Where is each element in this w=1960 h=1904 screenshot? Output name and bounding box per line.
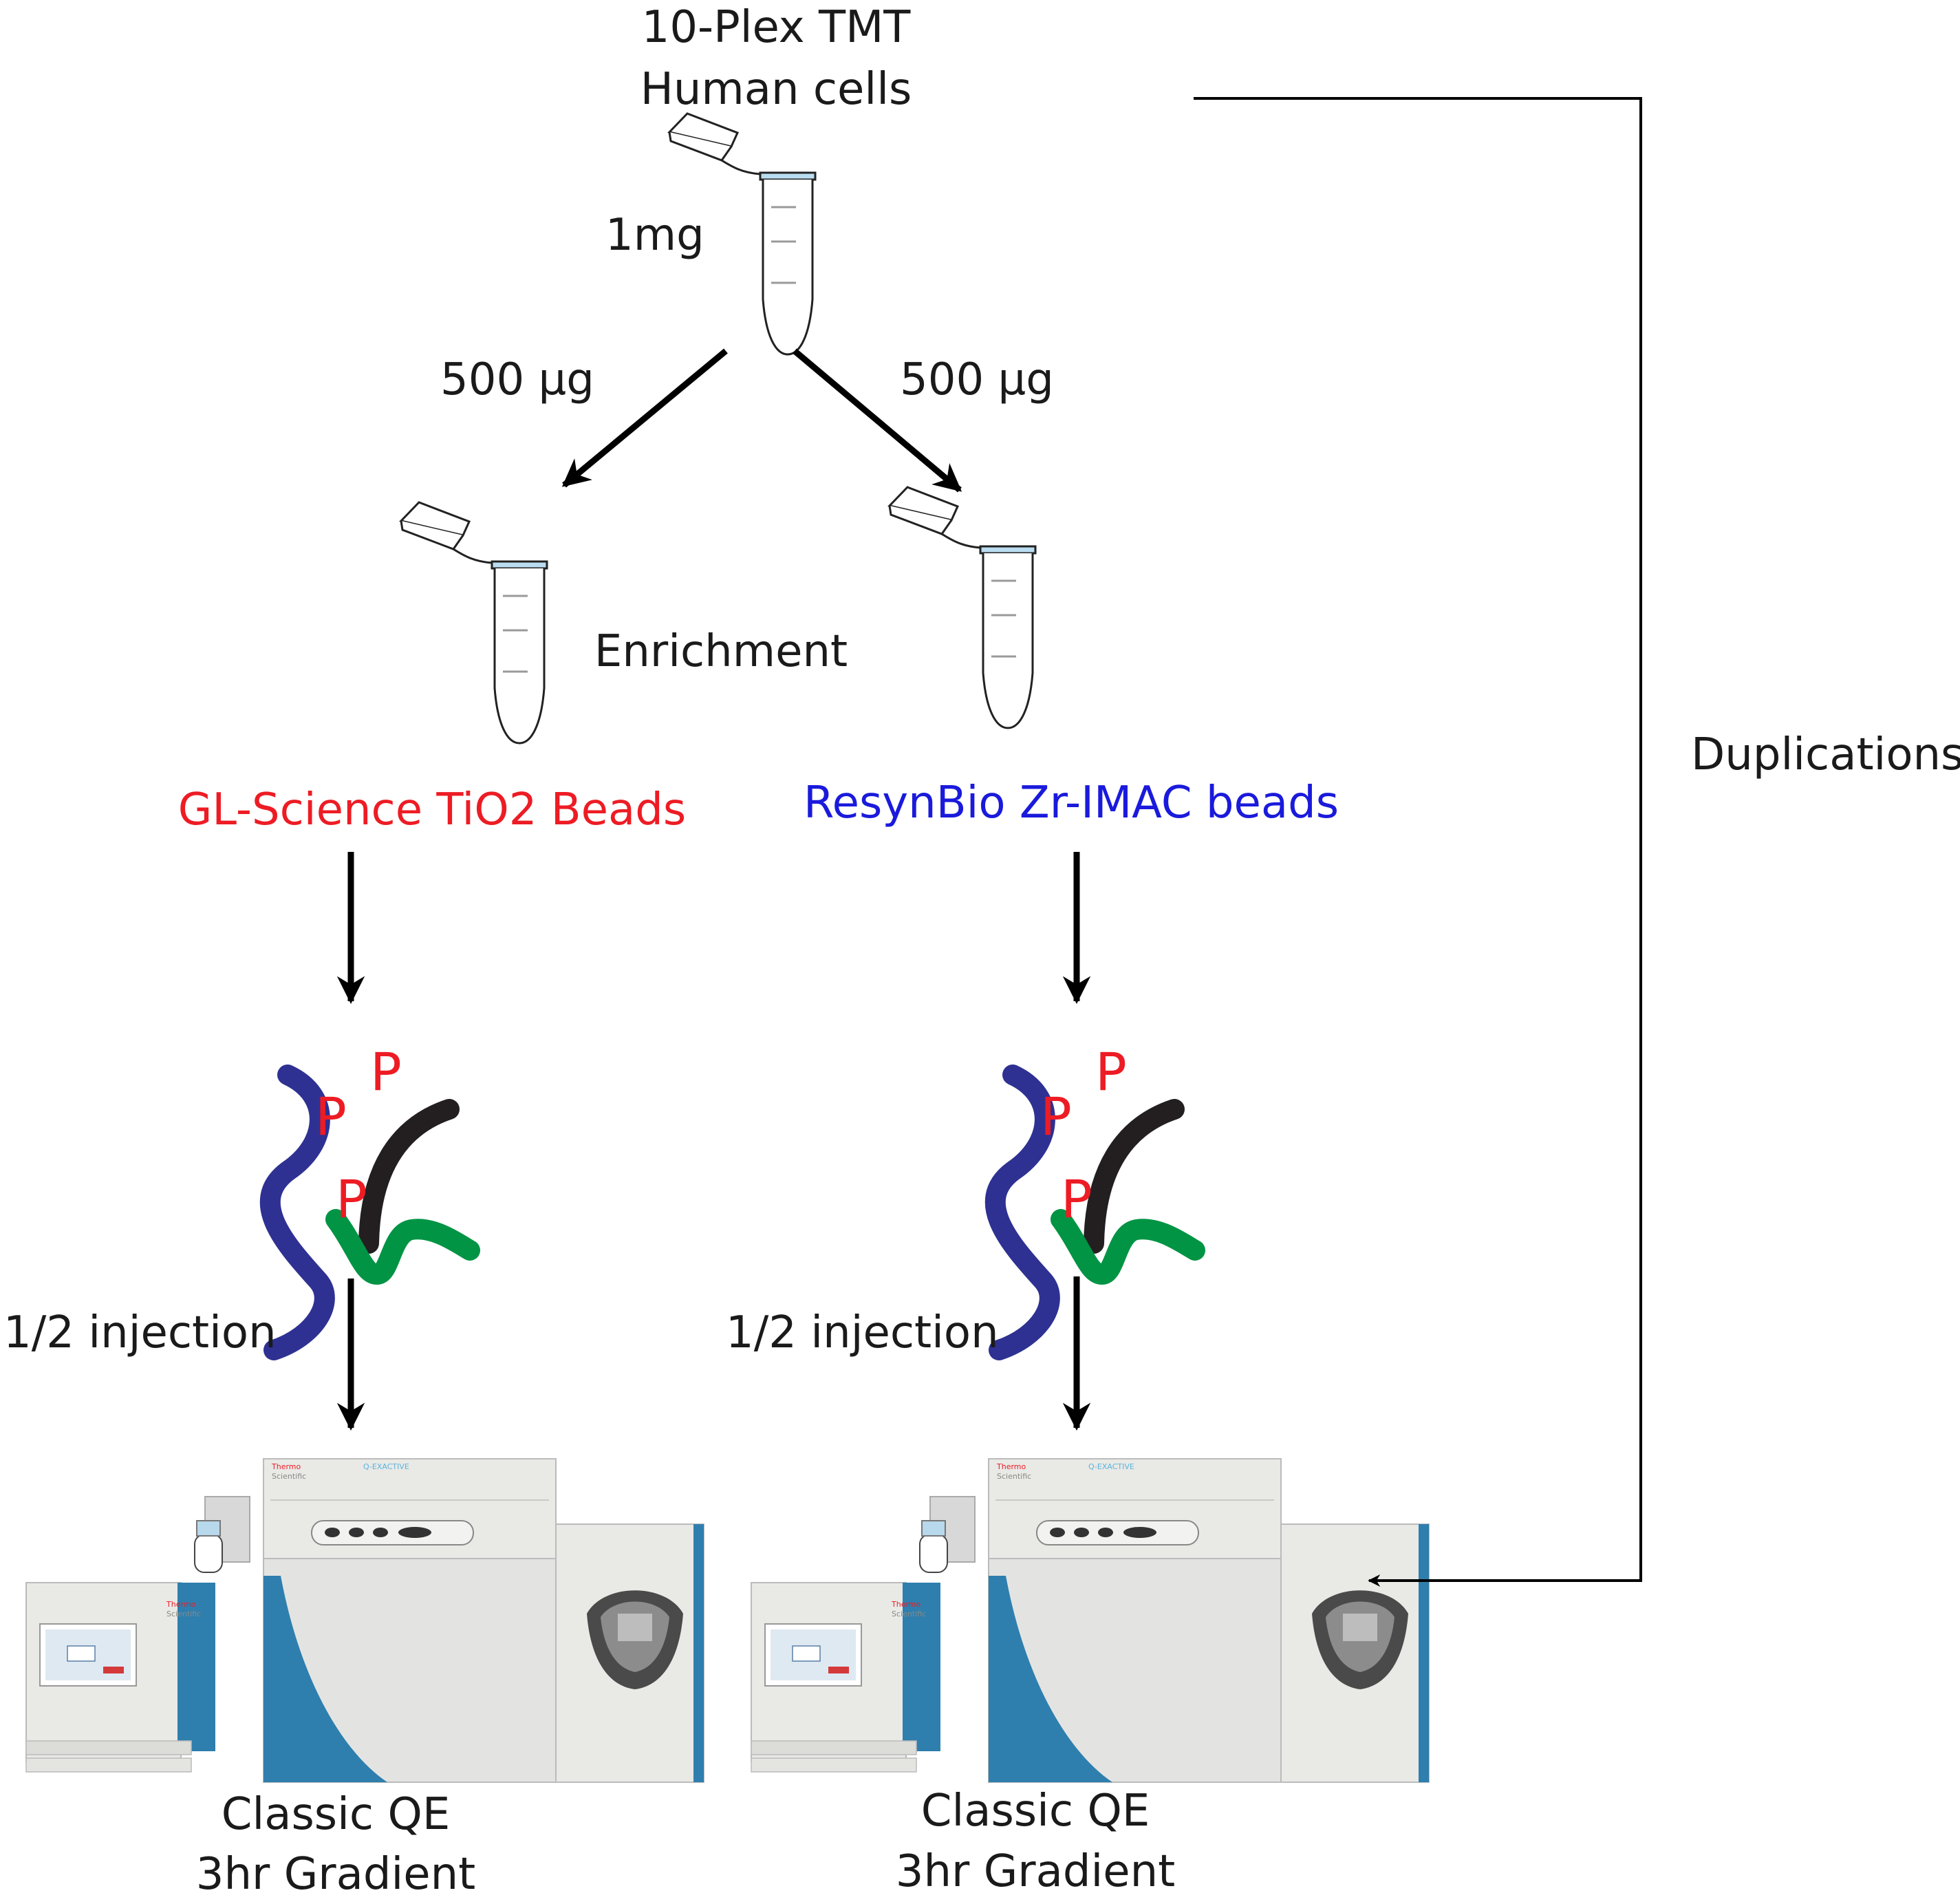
amount-right-label: 500 µg — [900, 354, 1054, 405]
instrument-brand-label: Scientific — [892, 1609, 927, 1618]
split-arrow-right — [793, 348, 962, 493]
result-right-line1: Classic QE — [920, 1786, 1150, 1837]
phospho-p-label: P — [315, 1086, 347, 1147]
tio2-beads-label: GL-Science TiO2 Beads — [177, 784, 687, 835]
instrument-brand-label: Scientific — [272, 1472, 307, 1481]
title-line1: 10-Plex TMT — [641, 2, 911, 53]
amount-left-label: 500 µg — [440, 354, 594, 405]
instrument-brand-label: Thermo — [892, 1600, 921, 1609]
injection-right-label: 1/2 injection — [726, 1307, 999, 1358]
lc-ms-instrument-left-icon — [25, 1458, 704, 1783]
imac-beads-label: ResynBio Zr-IMAC beads — [803, 778, 1339, 828]
phospho-p-label: P — [1061, 1168, 1092, 1230]
instrument-model-label: Q-EXACTIVE — [363, 1462, 409, 1471]
instrument-brand-label: Thermo — [272, 1462, 301, 1471]
instrument-brand-label: Thermo — [166, 1600, 196, 1609]
enrichment-label: Enrichment — [594, 626, 848, 677]
amount-total-label: 1mg — [605, 210, 704, 261]
phospho-p-label: P — [1040, 1086, 1072, 1147]
result-right-line2: 3hr Gradient — [895, 1846, 1176, 1897]
duplications-connector — [1194, 97, 1642, 1587]
phospho-p-label: P — [1095, 1041, 1127, 1102]
tio2-tube-icon — [400, 501, 548, 745]
phosphopeptides-left-icon — [270, 1075, 470, 1350]
lc-ms-instrument-right-icon — [751, 1458, 1430, 1783]
instrument-brand-label: Scientific — [997, 1472, 1032, 1481]
split-arrow-left — [561, 348, 728, 488]
phospho-p-label: P — [336, 1168, 367, 1230]
injection-left-label: 1/2 injection — [3, 1307, 277, 1358]
instrument-model-label: Q-EXACTIVE — [1088, 1462, 1134, 1471]
imac-tube-icon — [888, 486, 1037, 729]
duplications-label: Duplications — [1691, 729, 1960, 780]
instrument-brand-label: Scientific — [166, 1609, 202, 1618]
phospho-p-label: P — [370, 1041, 402, 1102]
title-line2: Human cells — [640, 64, 912, 115]
result-left-line2: 3hr Gradient — [195, 1849, 476, 1900]
phosphopeptides-right-icon — [995, 1075, 1195, 1350]
result-left-line1: Classic QE — [221, 1789, 451, 1840]
instrument-brand-label: Thermo — [997, 1462, 1026, 1471]
